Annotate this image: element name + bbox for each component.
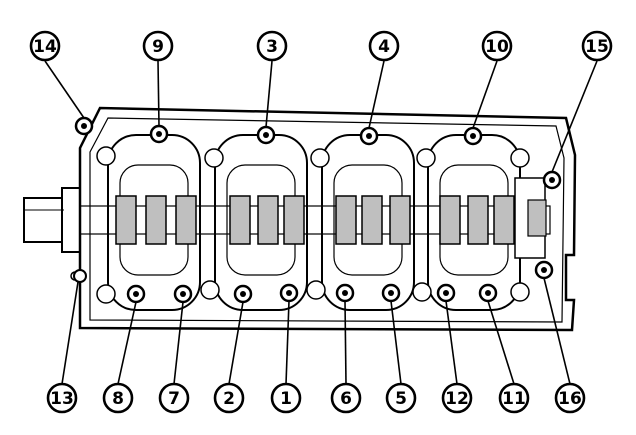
bolt-head — [463, 126, 483, 146]
camshaft-stub — [23, 187, 83, 253]
bolt-head — [74, 116, 94, 136]
callout-label: 11 — [502, 389, 526, 409]
bolt-head — [256, 125, 276, 145]
right-bracket — [514, 177, 547, 259]
callout-label: 9 — [152, 37, 164, 57]
callout-3: 3 — [256, 30, 288, 62]
bolt-head — [335, 283, 355, 303]
callout-label: 15 — [585, 37, 609, 57]
callout-label: 14 — [33, 37, 57, 57]
callout-12: 12 — [441, 382, 473, 414]
bolt-head — [126, 284, 146, 304]
callout-label: 2 — [223, 389, 235, 409]
callout-6: 6 — [330, 382, 362, 414]
callout-label: 3 — [266, 37, 278, 57]
callout-label: 12 — [445, 389, 469, 409]
bolt-head — [233, 284, 253, 304]
bolt-head — [478, 283, 498, 303]
callout-15: 15 — [581, 30, 613, 62]
bolt-head — [73, 269, 87, 283]
callout-1: 1 — [270, 382, 302, 414]
callout-5: 5 — [385, 382, 417, 414]
callout-14: 14 — [29, 30, 61, 62]
bolt-head — [381, 283, 401, 303]
callout-label: 16 — [558, 389, 582, 409]
bolt-head — [534, 260, 554, 280]
callout-9: 9 — [142, 30, 174, 62]
callout-16: 16 — [554, 382, 586, 414]
callout-11: 11 — [498, 382, 530, 414]
callout-2: 2 — [213, 382, 245, 414]
leader-lines — [44, 60, 598, 385]
bolt-head — [359, 126, 379, 146]
callout-4: 4 — [368, 30, 400, 62]
callout-label: 5 — [395, 389, 407, 409]
head-holes — [70, 146, 530, 304]
bolt-head — [173, 284, 193, 304]
camshaft-bar — [79, 205, 551, 235]
callout-label: 10 — [485, 37, 509, 57]
cam-lobes — [115, 195, 515, 245]
bolt-head — [436, 283, 456, 303]
callout-label: 8 — [112, 389, 124, 409]
bolt-head — [542, 170, 562, 190]
callout-label: 1 — [280, 389, 292, 409]
bolt-head — [279, 283, 299, 303]
callout-13: 13 — [46, 382, 78, 414]
callout-8: 8 — [102, 382, 134, 414]
callout-label: 7 — [168, 389, 180, 409]
callout-7: 7 — [158, 382, 190, 414]
callout-label: 4 — [378, 37, 390, 57]
callout-label: 6 — [340, 389, 352, 409]
callout-label: 13 — [50, 389, 74, 409]
bolt-head — [149, 124, 169, 144]
callout-10: 10 — [481, 30, 513, 62]
